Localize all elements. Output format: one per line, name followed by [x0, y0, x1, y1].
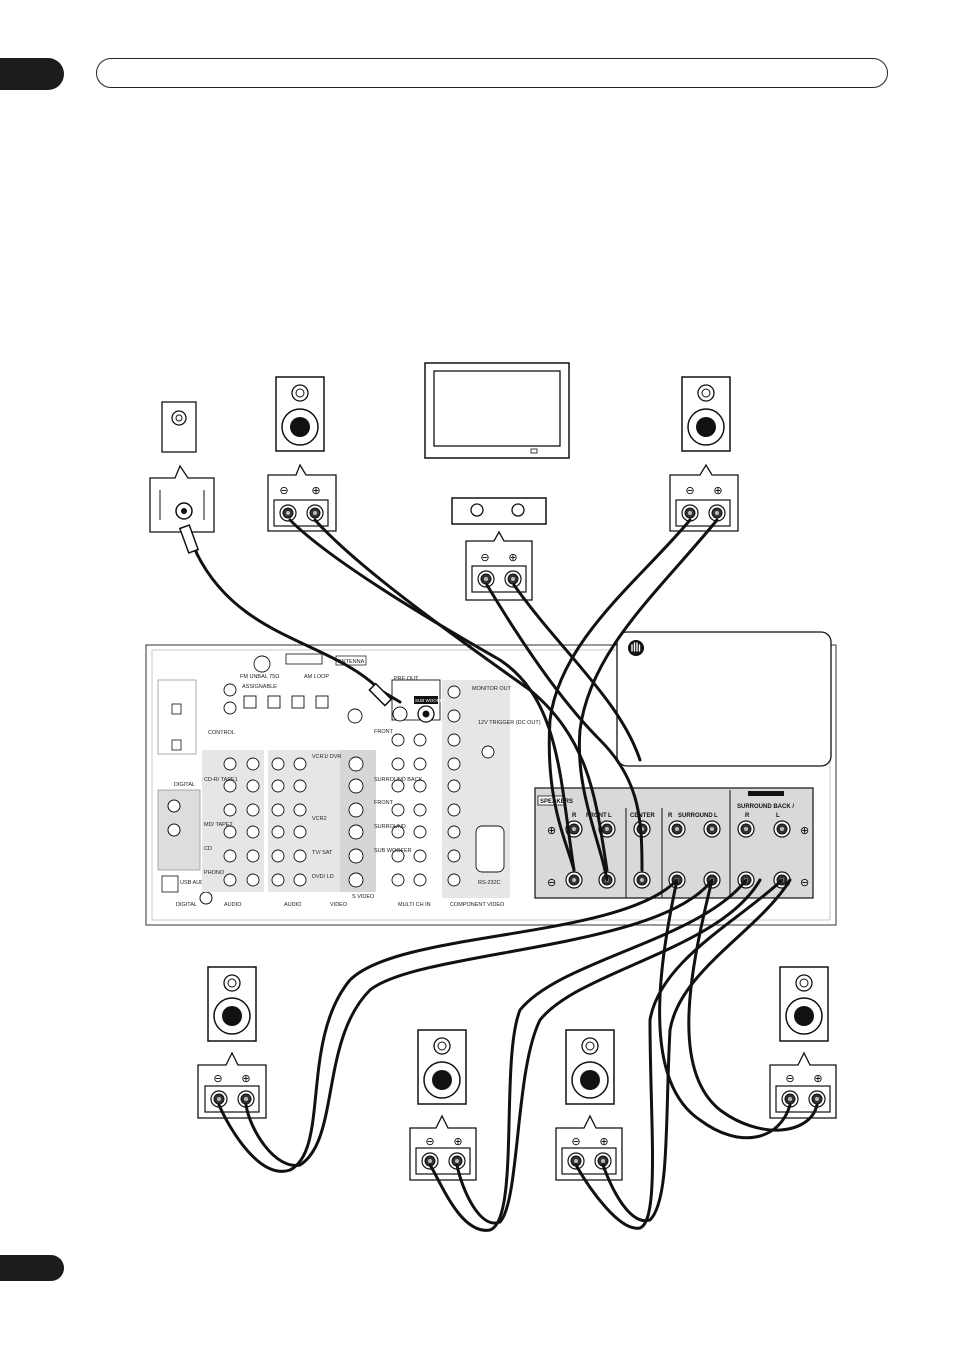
surround-back-terminal-label: SURROUND BACK /	[737, 804, 794, 810]
minus-symbol: ⊖	[213, 1073, 222, 1085]
header-bar	[96, 58, 888, 88]
control-label: CONTROL	[208, 730, 235, 736]
antenna-label: ANTENNA	[338, 659, 365, 665]
plus-symbol: ⊕	[599, 1136, 608, 1148]
front-label-2: FRONT	[374, 800, 394, 806]
subwoofer-label: SUB WOOFER	[374, 848, 412, 854]
front-terminal-label: FRONT	[586, 813, 607, 819]
minus-symbol-left: ⊖	[547, 877, 556, 889]
plus-symbol-right: ⊕	[800, 825, 809, 837]
subwoofer-unit	[161, 401, 197, 453]
surround-label: SURROUND	[374, 824, 406, 830]
minus-symbol: ⊖	[685, 485, 694, 497]
video-label: VIDEO	[330, 902, 348, 908]
subwoofer-input-callout	[149, 464, 215, 533]
speakers-title: SPEAKERS	[540, 799, 573, 805]
surround-left-speaker	[779, 966, 829, 1042]
usb-audio-label: USB AUDIO	[180, 880, 211, 886]
surround-back-left-terminal-callout: ⊖ ⊕	[555, 1114, 623, 1181]
surround-back-right-terminal-callout: ⊖ ⊕	[409, 1114, 477, 1181]
fm-unbal-label: FM UNBAL 75Ω	[240, 674, 279, 680]
digital-label: DIGITAL	[174, 782, 195, 788]
vcr2-label: VCR2	[312, 816, 327, 822]
front-l-label: L	[608, 813, 612, 819]
front-r-label: R	[572, 813, 577, 819]
center-speaker	[451, 497, 547, 525]
minus-symbol: ⊖	[571, 1136, 580, 1148]
phono-label: PHONO	[204, 870, 225, 876]
subwoofer-out-label: SUB WOOFER	[415, 698, 447, 703]
minus-symbol: ⊖	[785, 1073, 794, 1085]
pre-out-label: PRE OUT	[394, 676, 419, 682]
minus-symbol: ⊖	[425, 1136, 434, 1148]
plus-symbol: ⊕	[311, 485, 320, 497]
surround-left-terminal-callout: ⊖ ⊕	[769, 1051, 837, 1119]
surround-r-label: R	[668, 813, 673, 819]
surround-right-speaker	[207, 966, 257, 1042]
plus-symbol: ⊕	[508, 552, 517, 564]
rs232c-label: RS-232C	[478, 880, 501, 886]
audio-jacks	[223, 655, 461, 888]
plus-symbol-left: ⊕	[547, 825, 556, 837]
center-terminal-callout: ⊖ ⊕	[465, 530, 533, 601]
caution-note-box	[616, 631, 832, 767]
audio-label: AUDIO	[224, 902, 242, 908]
caution-hand-icon	[628, 640, 644, 656]
minus-symbol: ⊖	[480, 552, 489, 564]
surround-terminal-label: SURROUND	[678, 813, 713, 819]
monitor-out-label: MONITOR OUT	[472, 686, 512, 692]
chapter-tab	[0, 58, 64, 90]
surround-back-left-speaker	[565, 1029, 615, 1105]
plus-symbol: ⊕	[813, 1073, 822, 1085]
television	[424, 362, 570, 459]
s-video-label: S VIDEO	[352, 894, 375, 900]
vcr1-dvr-label: VCR1/ DVR	[312, 754, 341, 760]
speaker-cables	[178, 518, 819, 1232]
minus-symbol-right: ⊖	[800, 877, 809, 889]
front-right-terminal-callout: ⊖ ⊕	[267, 463, 337, 532]
cd-label: CD	[204, 846, 212, 852]
md-tape2-label: MD/ TAPE2	[204, 822, 233, 828]
audio-label-2: AUDIO	[284, 902, 302, 908]
surround-back-label: SURROUND BACK	[374, 777, 423, 783]
front-right-speaker	[275, 376, 325, 452]
front-left-terminal-callout: ⊖ ⊕	[669, 463, 739, 532]
surround-back-r-label: R	[745, 813, 750, 819]
surround-l-label: L	[714, 813, 718, 819]
plus-symbol: ⊕	[713, 485, 722, 497]
am-loop-label: AM LOOP	[304, 674, 329, 680]
tv-sat-label: TV/ SAT	[312, 850, 333, 856]
plus-symbol: ⊕	[453, 1136, 462, 1148]
optical-jacks	[243, 695, 329, 709]
multi-ch-in-label: MULTI CH IN	[398, 902, 431, 908]
surround-back-right-speaker	[417, 1029, 467, 1105]
am-loop-terminals	[285, 653, 323, 665]
minus-symbol: ⊖	[279, 485, 288, 497]
rs232c-port	[475, 825, 505, 873]
assignable-label: ASSIGNABLE	[242, 684, 277, 690]
surround-right-terminal-callout: ⊖ ⊕	[197, 1051, 267, 1119]
surround-back-l-label: L	[776, 813, 780, 819]
center-terminal-label: CENTER	[630, 813, 655, 819]
page-number-tab	[0, 1255, 64, 1281]
front-left-speaker	[681, 376, 731, 452]
component-video-label: COMPONENT VIDEO	[450, 902, 505, 908]
speakers-terminal-block: SPEAKERS R FRONT L CENTER R SURROUND L S…	[534, 787, 814, 899]
trigger-label: 12V TRIGGER (DC OUT)	[478, 720, 541, 726]
plus-symbol: ⊕	[241, 1073, 250, 1085]
cdr-tape1-label: CD-R/ TAPE1	[204, 777, 238, 783]
dvd-ld-label: DVD/ LD	[312, 874, 334, 880]
digital-label-bottom: DIGITAL	[176, 902, 197, 908]
front-label: FRONT	[374, 729, 394, 735]
